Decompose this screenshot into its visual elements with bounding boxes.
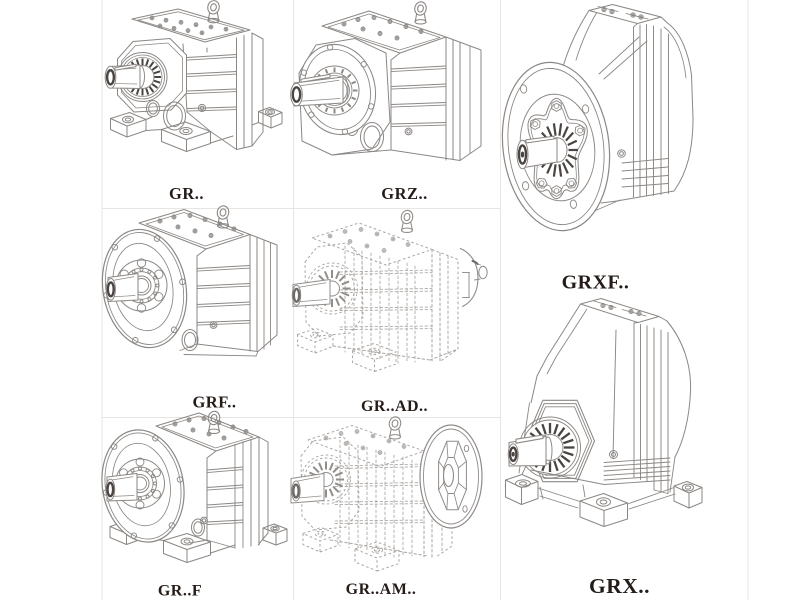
- svg-text:GRXF..: GRXF..: [562, 272, 630, 294]
- svg-text:GRX..: GRX..: [589, 574, 650, 598]
- svg-text:GR..AD..: GR..AD..: [361, 398, 428, 415]
- svg-text:GRF..: GRF..: [192, 393, 236, 412]
- svg-text:GRZ..: GRZ..: [381, 184, 428, 203]
- svg-text:GR..F: GR..F: [158, 583, 202, 600]
- svg-text:GR..AM..: GR..AM..: [346, 581, 417, 598]
- svg-text:GR..: GR..: [169, 184, 204, 203]
